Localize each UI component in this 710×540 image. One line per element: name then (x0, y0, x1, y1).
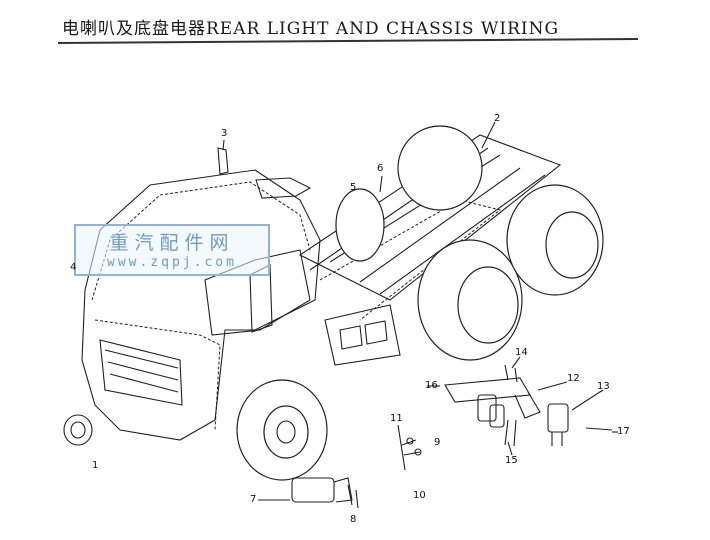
watermark-cn: 重汽配件网 (109, 232, 235, 254)
callout-17: 17 (617, 426, 630, 437)
front-tire (236, 379, 328, 481)
leader-lines (222, 121, 618, 456)
callout-1: 1 (92, 460, 99, 471)
watermark-url: www.zqpj.com (107, 255, 237, 270)
callout-7: 7 (250, 494, 257, 505)
callout-14: 14 (515, 347, 528, 358)
callout-4: 4 (70, 262, 77, 273)
callout-8: 8 (350, 514, 357, 525)
callout-12: 12 (567, 373, 580, 384)
callout-6: 6 (377, 163, 384, 174)
callout-11: 11 (390, 413, 403, 424)
callout-13: 13 (597, 381, 610, 392)
pressure-switch-13 (547, 403, 569, 446)
callout-10: 10 (413, 490, 426, 501)
rear-tires (335, 125, 604, 361)
callout-5: 5 (350, 182, 357, 193)
switch-part-7 (258, 477, 353, 503)
sensor-bracket-12-15-16 (444, 377, 541, 447)
screw-parts-14-17 (504, 364, 613, 431)
callout-2: 2 (494, 113, 501, 124)
callout-9: 9 (434, 437, 441, 448)
diagram-title: 电喇叭及底盘电器REAR LIGHT AND CHASSIS WIRING (62, 19, 560, 39)
bolt-part-8 (347, 484, 359, 509)
watermark-stamp: 重汽配件网 www.zqpj.com (74, 224, 270, 276)
callout-3: 3 (221, 128, 228, 139)
callout-16: 16 (425, 380, 438, 391)
callout-15: 15 (505, 455, 518, 466)
connector-parts-9-10-11 (397, 424, 422, 471)
horn-part (63, 414, 93, 446)
